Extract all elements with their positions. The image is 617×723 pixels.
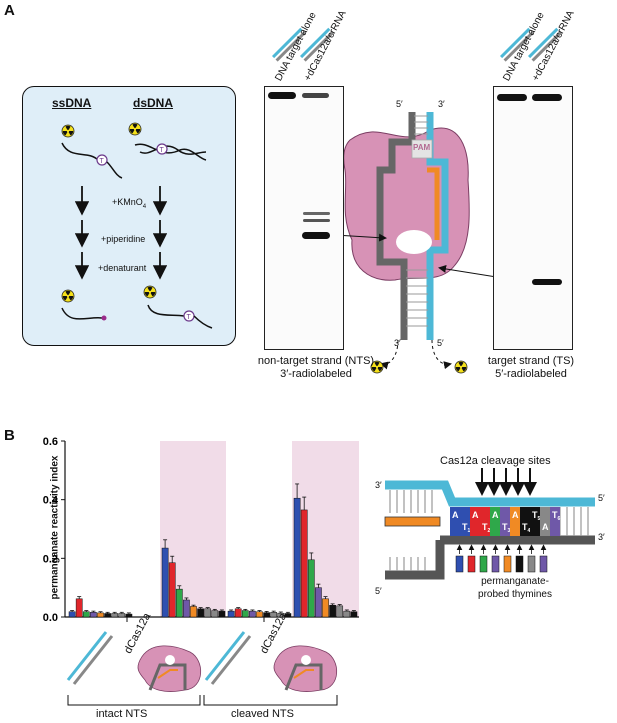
- base-block: [540, 507, 550, 536]
- probed-thymines-label: permanganate-probed thymines: [478, 576, 552, 600]
- base-letter: T4: [522, 522, 531, 534]
- end-label: 5′: [437, 338, 444, 348]
- schematic-end: 5′: [598, 493, 605, 503]
- nts-caption: non-target strand (NTS)3′-radiolabeled: [257, 355, 375, 380]
- dna-duplex-icon: [499, 27, 534, 62]
- base-letter: T3: [502, 522, 511, 534]
- probed-thymine-marker: [503, 555, 512, 573]
- schematic-end: 5′: [375, 586, 382, 596]
- base-block: [500, 507, 510, 536]
- y-tick-label: 0.2: [43, 553, 58, 565]
- thymine-label-ds: T: [160, 147, 165, 154]
- dna-duplex-icon: [272, 27, 306, 62]
- probed-thymine-marker: [515, 555, 524, 573]
- probed-thymine-marker: [527, 555, 536, 573]
- dsdna-title: dsDNA: [133, 96, 174, 110]
- schematic-end: 3′: [598, 532, 605, 542]
- group-label-intact: intact NTS: [96, 708, 148, 720]
- gel-band: [497, 94, 527, 101]
- base-letter: A: [512, 510, 519, 520]
- end-label: 5′: [396, 99, 403, 109]
- base-block: [450, 507, 460, 536]
- probed-thymine-marker: [539, 555, 548, 573]
- probed-thymine-marker: [479, 555, 488, 573]
- end-label: 3′: [394, 338, 401, 348]
- ssdna-title: ssDNA: [52, 96, 92, 110]
- cas12a-complex-icon: [273, 645, 338, 692]
- gel-band: [532, 279, 562, 285]
- base-block: [490, 507, 500, 536]
- y-tick-label: 0.6: [43, 436, 58, 448]
- gel-band: [303, 212, 330, 215]
- base-block: [510, 507, 520, 536]
- ts-caption: target strand (TS)5′-radiolabeled: [487, 355, 575, 380]
- base-block: [480, 507, 490, 536]
- y-tick-label: 0.4: [43, 495, 59, 507]
- base-letter: T6: [552, 510, 561, 522]
- panel-a-letter: A: [4, 2, 15, 19]
- gel-band: [303, 219, 330, 222]
- gel-band: [302, 232, 330, 239]
- step-piperidine: +piperidine: [101, 234, 146, 244]
- dna-duplex-icon: [66, 631, 114, 685]
- pam-label: PAM: [413, 143, 431, 152]
- schematic-end: 3′: [375, 480, 382, 490]
- thymine-label-ds2: T: [187, 314, 192, 321]
- dcas-duplex-icon: [300, 27, 334, 62]
- thymine-label-ss: T: [100, 158, 105, 165]
- step-kmno4: +KMnO4: [112, 197, 147, 210]
- base-letter: T2: [482, 522, 491, 534]
- base-letter: A: [472, 510, 479, 520]
- gel-nts: [264, 86, 344, 350]
- schematic-title: Cas12a cleavage sites: [440, 455, 551, 467]
- group-label-cleaved: cleaved NTS: [231, 708, 294, 720]
- y-tick-label: 0.0: [43, 612, 58, 624]
- base-letter: A: [492, 510, 499, 520]
- base-block: [530, 507, 540, 536]
- probed-thymine-marker: [491, 555, 500, 573]
- dna-duplex-icon: [204, 631, 252, 685]
- base-letter: T5: [532, 510, 541, 522]
- base-letter: T1: [462, 522, 471, 534]
- base-block: [520, 507, 530, 536]
- gel-ts: [493, 86, 573, 350]
- base-letter: A: [452, 510, 459, 520]
- cas12a-complex-icon: [137, 645, 202, 692]
- base-letter: A: [542, 522, 549, 532]
- gel-band: [268, 92, 296, 99]
- base-block: [550, 507, 560, 536]
- base-block: [460, 507, 470, 536]
- dcas-duplex-icon: [528, 27, 562, 62]
- pam-box: [411, 139, 433, 159]
- gel-band: [532, 94, 562, 101]
- panel-b-letter: B: [4, 427, 15, 444]
- probed-thymine-marker: [467, 555, 476, 573]
- end-label: 3′: [438, 99, 445, 109]
- step-denaturant: +denaturant: [98, 263, 147, 273]
- probed-thymine-marker: [455, 555, 464, 573]
- gel-band: [302, 93, 329, 98]
- base-block: [470, 507, 480, 536]
